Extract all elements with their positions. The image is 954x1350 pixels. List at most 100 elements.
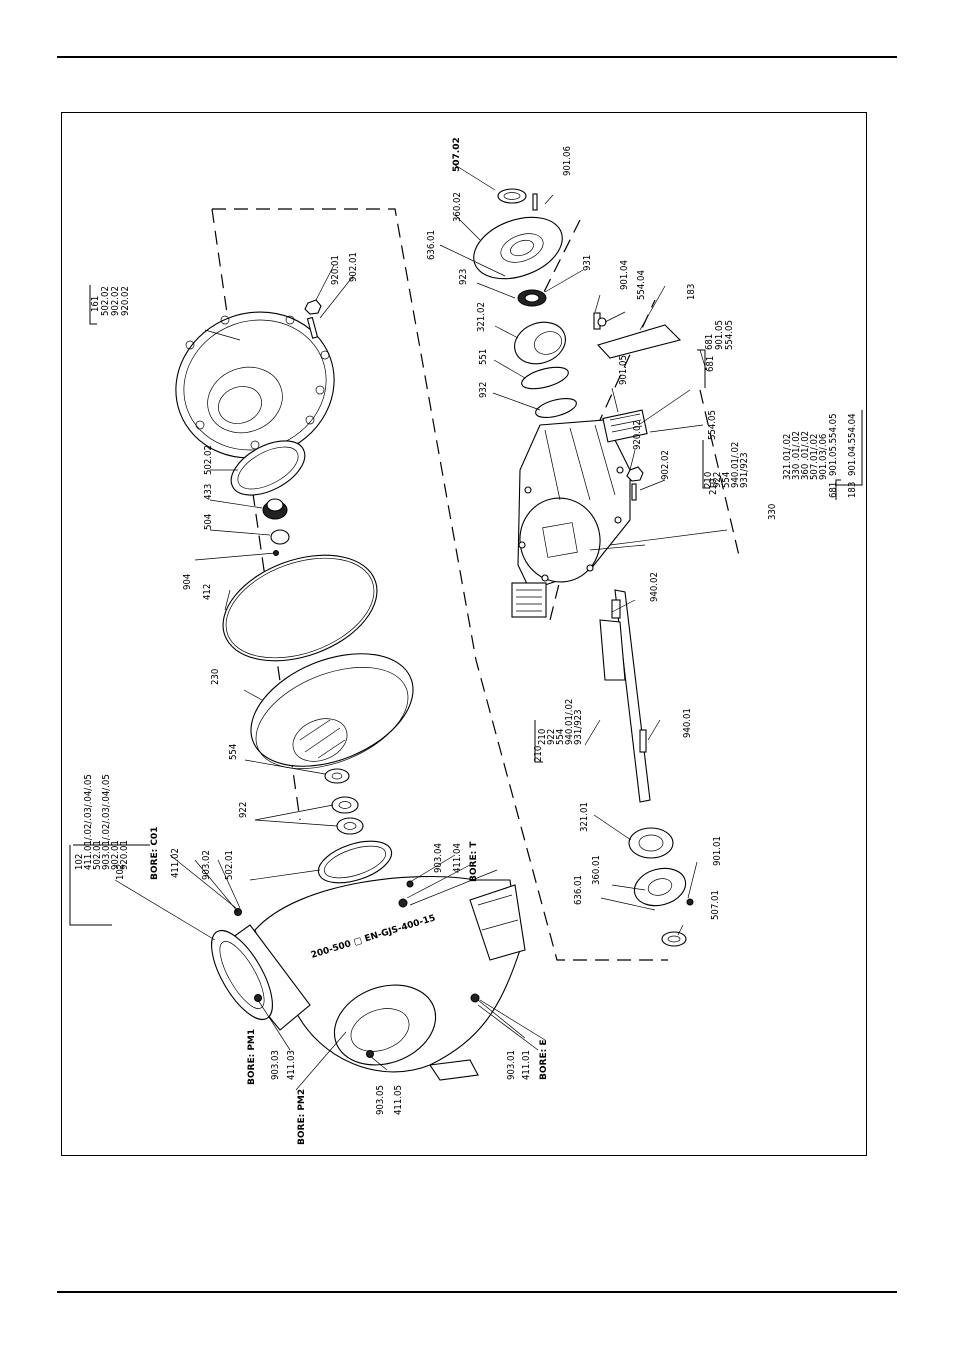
header-rule (57, 56, 897, 58)
svg-text:940.01/.02: 940.01/.02 (564, 699, 575, 745)
svg-text:901.05.554.05: 901.05.554.05 (828, 413, 839, 476)
volute-casing-102 (211, 876, 526, 1081)
label-554: 554 (228, 744, 239, 760)
svg-text:210: 210 (537, 729, 548, 745)
seal-507-02 (497, 188, 527, 204)
svg-text:411.01/.02/.03/.04/.05: 411.01/.02/.03/.04/.05 (83, 774, 94, 870)
washer-554 (324, 768, 350, 784)
label-903-04: 903.04 (433, 843, 444, 873)
label-504: 504 (203, 514, 214, 530)
label-902-02: 902.02 (660, 450, 671, 480)
seal-507-01 (661, 931, 687, 947)
label-bore-e: BORE: E (539, 1040, 549, 1080)
label-901-05: 901.05 (618, 355, 629, 385)
footer-rule (57, 1291, 897, 1293)
svg-text:554: 554 (555, 729, 566, 745)
svg-text:902.02: 902.02 (110, 286, 121, 316)
svg-text:901.05: 901.05 (714, 320, 725, 350)
drawing-frame (61, 112, 867, 1156)
bolt-920-01 (304, 299, 322, 339)
label-636-01-bottom: 636.01 (573, 875, 584, 905)
assembly-dash-line (212, 208, 668, 961)
svg-text:502.01: 502.01 (92, 840, 103, 870)
group-210-right-list: 210 922 554 940.01/.02 931/923 210 (703, 442, 750, 495)
label-901-06: 901.06 (562, 146, 573, 176)
label-411-05: 411.05 (393, 1085, 404, 1115)
label-932: 932 (478, 382, 489, 398)
group-681-list: 681 901.05 554.05 (704, 320, 735, 350)
svg-text:102: 102 (74, 854, 85, 870)
group-161-list: 502.02 902.02 920.02 (100, 286, 131, 316)
svg-text:920.02: 920.02 (120, 286, 131, 316)
label-902-01: 902.01 (348, 252, 359, 282)
label-507-01: 507.01 (710, 890, 721, 920)
label-931: 931 (582, 255, 593, 271)
label-411-04: 411.04 (452, 843, 463, 873)
label-681-right: 681 (705, 356, 716, 372)
svg-text:922: 922 (712, 472, 723, 488)
svg-text:183: 183 (847, 482, 858, 498)
bolt-920-02 (626, 466, 644, 501)
label-433: 433 (203, 484, 214, 500)
svg-text:920.01: 920.01 (119, 840, 130, 870)
support-foot-183 (593, 312, 682, 359)
bearing-931 (517, 289, 547, 307)
label-940-01: 940.01 (682, 708, 693, 738)
label-551: 551 (478, 349, 489, 365)
label-903-02: 903.02 (201, 850, 212, 880)
label-923: 923 (458, 269, 469, 285)
label-554-04: 554.04 (636, 270, 647, 300)
bearing-bracket-330 (517, 419, 631, 591)
label-903-01: 903.01 (506, 1050, 517, 1080)
label-507-02: 507.02 (452, 137, 462, 172)
svg-text:901.04.554.04: 901.04.554.04 (847, 413, 858, 476)
bearing-cover-360-02 (473, 216, 563, 280)
label-360-02: 360.02 (452, 192, 463, 222)
svg-text:903.01/.02/.03/.04/.05: 903.01/.02/.03/.04/.05 (101, 774, 112, 870)
svg-text:902.01: 902.01 (110, 840, 121, 870)
label-360-01: 360.01 (591, 855, 602, 885)
label-411-03: 411.03 (286, 1050, 297, 1080)
label-bore-pm2: BORE: PM2 (297, 1089, 307, 1145)
label-230: 230 (210, 669, 221, 685)
group-102-list: 102 411.01/.02/.03/.04/.05 502.01 903.01… (74, 774, 130, 870)
svg-text:554: 554 (721, 472, 732, 488)
label-102: 102 (115, 864, 126, 880)
ring-551 (521, 366, 569, 390)
oring-412 (222, 554, 378, 662)
label-901-04: 901.04 (619, 260, 630, 290)
label-502-01: 502.01 (224, 850, 235, 880)
svg-text:681: 681 (704, 334, 715, 350)
label-411-02: 411.02 (170, 848, 181, 878)
svg-text:210: 210 (533, 746, 544, 762)
svg-text:922: 922 (546, 729, 557, 745)
wear-ring-502-01 (317, 840, 393, 884)
label-183: 183 (686, 284, 697, 300)
leader-lines (114, 164, 728, 1091)
svg-text:901.03/.06: 901.03/.06 (818, 434, 829, 480)
svg-text:940.01/.02: 940.01/.02 (730, 442, 741, 488)
group-330-list: 321.01/.02 330 .01/.02 360 .01/.02 507.0… (782, 413, 858, 498)
axis-dash-line (539, 219, 581, 301)
bolt-901-06 (532, 193, 538, 211)
label-161: 161 (90, 296, 101, 312)
impeller-230 (250, 653, 414, 769)
svg-text:681: 681 (828, 482, 839, 498)
svg-text:210: 210 (708, 479, 719, 495)
svg-text:210: 210 (703, 472, 714, 488)
label-321-02: 321.02 (476, 302, 487, 332)
svg-text:554.05: 554.05 (724, 320, 735, 350)
nuts-922 (331, 796, 364, 835)
casing-cover-161 (175, 311, 335, 459)
label-922: 922 (238, 802, 249, 818)
vent-grille-681-upper (602, 409, 648, 443)
label-502-02: 502.02 (203, 445, 214, 475)
label-920-01: 920.01 (330, 255, 341, 285)
label-330: 330 (767, 504, 778, 520)
label-554-05: 554.05 (707, 410, 718, 440)
ring-932 (535, 398, 577, 418)
shaft-210 (599, 589, 651, 803)
label-903-03: 903.03 (270, 1050, 281, 1080)
bearing-cover-360-01 (633, 867, 694, 907)
